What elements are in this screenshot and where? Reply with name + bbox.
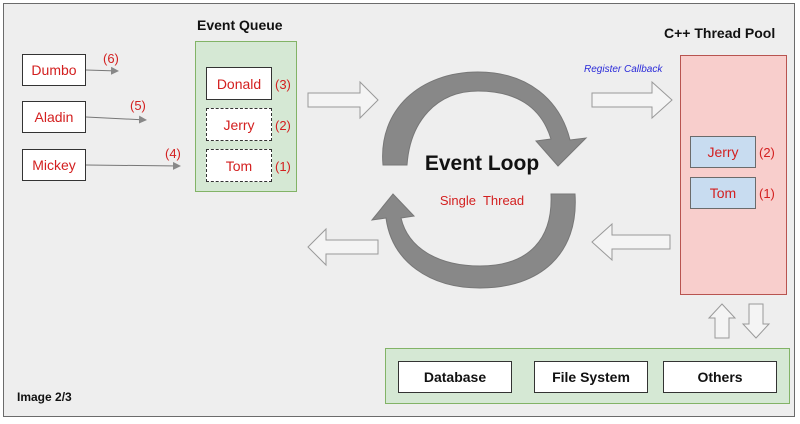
resource-database: Database	[398, 361, 512, 393]
thread-pool-panel	[680, 55, 787, 295]
thread-pool-title: C++ Thread Pool	[664, 25, 776, 41]
image-caption: Image 2/3	[17, 390, 72, 404]
event-queue-title: Event Queue	[197, 17, 283, 33]
event-loop-lower-arrow	[370, 193, 576, 289]
event-loop-subtitle: Single Thread	[439, 193, 525, 208]
pool-item-jerry: Jerry	[690, 136, 756, 168]
queue-item-jerry: Jerry	[206, 108, 272, 141]
resource-file-system-label: File System	[552, 369, 630, 385]
client-aladin-connector	[85, 115, 147, 124]
resource-others: Others	[663, 361, 777, 393]
resource-others-label: Others	[697, 369, 743, 385]
queue-item-tom-label: Tom	[225, 157, 253, 174]
client-mickey-box: Mickey	[22, 149, 86, 181]
queue-item-tom: Tom	[206, 149, 272, 182]
register-callback-arrow	[591, 80, 673, 120]
register-callback-label: Register Callback	[584, 64, 663, 75]
pool-item-tom-order: (1)	[759, 186, 775, 201]
pool-item-jerry-label: Jerry	[707, 144, 739, 160]
client-aladin-label: Aladin	[34, 109, 74, 125]
client-dumbo-box: Dumbo	[22, 54, 86, 86]
resource-database-label: Database	[423, 369, 487, 385]
loop-output-arrow	[307, 227, 379, 267]
pool-item-jerry-order: (2)	[759, 145, 775, 160]
client-mickey-label: Mickey	[32, 157, 76, 173]
client-mickey-connector	[85, 161, 181, 170]
queue-item-tom-order: (1)	[275, 159, 291, 174]
queue-item-jerry-label: Jerry	[223, 116, 255, 133]
client-aladin-box: Aladin	[22, 101, 86, 133]
queue-item-donald-order: (3)	[275, 77, 291, 92]
event-loop-upper-arrow	[382, 71, 588, 167]
client-aladin-order: (5)	[130, 98, 146, 113]
event-loop-title: Event Loop	[424, 152, 540, 175]
client-mickey-order: (4)	[165, 146, 181, 161]
queue-to-loop-arrow	[307, 80, 379, 120]
pool-item-tom: Tom	[690, 177, 756, 209]
queue-item-jerry-order: (2)	[275, 118, 291, 133]
queue-item-donald-label: Donald	[216, 75, 262, 92]
pool-to-loop-arrow	[591, 222, 671, 262]
client-dumbo-order: (6)	[103, 51, 119, 66]
resource-up-arrow	[707, 303, 737, 339]
client-dumbo-label: Dumbo	[31, 62, 77, 78]
queue-item-donald: Donald	[206, 67, 272, 100]
pool-item-tom-label: Tom	[709, 185, 737, 201]
resource-file-system: File System	[534, 361, 648, 393]
resource-down-arrow	[741, 303, 771, 339]
client-dumbo-connector	[85, 66, 119, 75]
